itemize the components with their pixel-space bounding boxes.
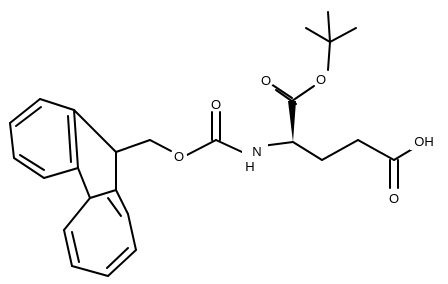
fluorene-left-ring (9, 98, 79, 179)
fmoc-ether-oxygen: O (174, 149, 184, 164)
ester-carbonyl-oxygen: O (261, 73, 271, 88)
fluorene-five-ring (73, 109, 117, 199)
atom-label-carbamate-carbonyl-o: O (208, 96, 224, 112)
stereo-wedge-bond (288, 101, 296, 142)
atom-label-ester-carbonyl-o: O (258, 72, 274, 88)
carbamate-carbonyl-oxygen: O (211, 97, 221, 112)
fmoc-carbamate-linker (115, 111, 243, 156)
atom-label-carbamate-nh: N H (242, 144, 268, 174)
atom-label-fmoc-ether-o: O (171, 148, 187, 164)
ester-ether-oxygen: O (316, 72, 326, 87)
fluorene-right-ring (63, 189, 137, 277)
atom-label-acid-carbonyl-o: O (386, 190, 402, 206)
atom-label-acid-oh: OH (410, 134, 438, 150)
carbamate-nitrogen-hydrogen: H (245, 159, 254, 174)
tbu-ester (270, 11, 357, 105)
acid-hydroxyl: OH (414, 134, 434, 149)
carbamate-nitrogen: N (252, 144, 261, 159)
acid-carbonyl-oxygen: O (389, 191, 399, 206)
glutamate-backbone (261, 139, 415, 189)
atom-label-ester-ether-o: O (313, 71, 329, 87)
